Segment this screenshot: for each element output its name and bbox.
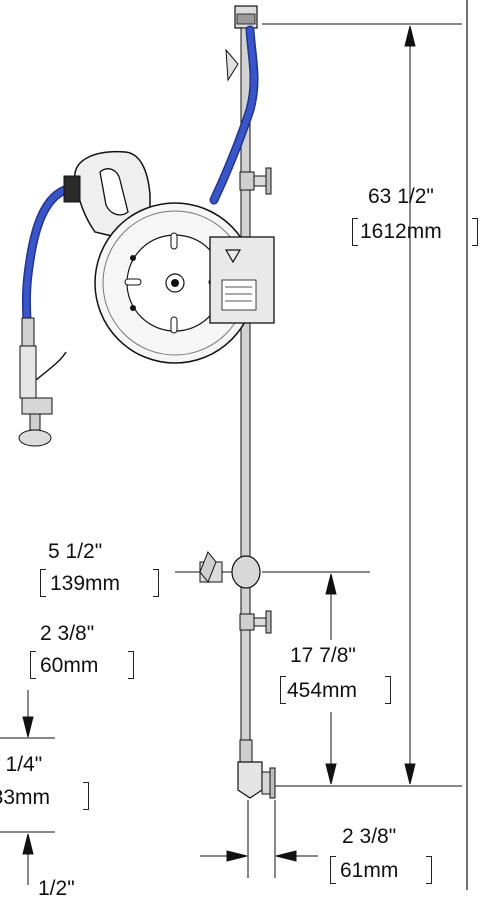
mid-valve	[175, 551, 261, 589]
outlet-offset-imperial: 5 1/4"	[0, 753, 43, 776]
outlet-spacing-metric: 61mm	[340, 859, 399, 882]
wall-bracket	[209, 236, 275, 324]
bracket-right	[83, 782, 89, 810]
bracket-left	[352, 218, 358, 246]
dim-total-height	[262, 23, 462, 787]
spray-valve	[18, 317, 67, 447]
bracket-right	[426, 856, 432, 884]
bracket-left	[40, 569, 46, 597]
dim-valve-height	[262, 571, 370, 785]
bottom-elbow	[237, 739, 276, 799]
dim-outlet-spacing	[200, 800, 318, 878]
reel-offset-metric: 139mm	[50, 572, 121, 595]
reel-offset-imperial: 5 1/2"	[48, 540, 103, 563]
outlet-spacing-imperial: 2 3/8"	[342, 825, 397, 848]
total-height-metric: 1612mm	[360, 220, 442, 243]
bracket-left	[30, 651, 36, 679]
arm-offset-metric: 60mm	[40, 654, 99, 677]
wing-clip	[225, 48, 239, 82]
bottom-offset-imperial: 1/2"	[38, 877, 75, 900]
bracket-right	[385, 676, 391, 704]
upper-valve	[239, 167, 272, 195]
bracket-left	[330, 856, 336, 884]
dim-left-arrows	[0, 690, 55, 885]
total-height-imperial: 63 1/2"	[368, 185, 434, 208]
valve-height-imperial: 17 7/8"	[290, 644, 356, 667]
bracket-right	[128, 651, 134, 679]
top-fitting	[234, 5, 258, 29]
hose-collar	[63, 175, 81, 203]
bracket-left	[280, 676, 286, 704]
bracket-right	[153, 569, 159, 597]
bracket-right	[472, 218, 478, 246]
arm-offset-imperial: 2 3/8"	[40, 622, 95, 645]
outlet-offset-metric: 133mm	[0, 786, 51, 809]
valve-height-metric: 454mm	[287, 679, 358, 702]
lower-clamp	[239, 610, 272, 634]
